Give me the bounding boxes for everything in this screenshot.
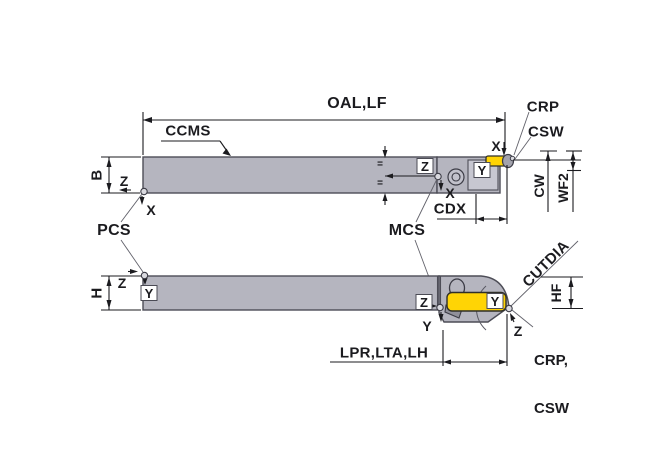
axis-label-z-bottom-mcs: Z <box>415 294 433 310</box>
axis-label-x-top-mcs: X <box>445 185 455 201</box>
dim-lpr-lta-lh <box>330 314 508 366</box>
dim-label-crp: CRP <box>526 98 560 116</box>
dim-label-csw-bottom: CSW <box>534 400 569 417</box>
equal-mark-lower: = <box>377 178 383 189</box>
dim-label-b: B <box>88 169 106 181</box>
dim-label-crp-bottom: CRP, <box>534 352 568 369</box>
dim-label-lpr-lta-lh: LPR,LTA,LH <box>339 344 429 362</box>
axis-label-y-bottom-mcs: Y <box>422 318 432 334</box>
top-view-insert <box>485 153 516 169</box>
dim-label-oal-lf: OAL,LF <box>327 95 387 112</box>
axis-label-y-top-tip: Y <box>473 162 491 178</box>
leader-cutdia <box>510 240 579 307</box>
axis-label-y-bottom-tip: Y <box>486 293 504 309</box>
dim-label-hf: HF <box>548 283 564 303</box>
top-mcs-x-arrow <box>438 180 444 191</box>
axis-label-z-bottom-tip: Z <box>513 323 523 339</box>
dim-label-crp-csw-bottom: CRP, CSW <box>534 321 569 449</box>
axis-label-z-top-origin: Z <box>119 173 129 189</box>
top-tip-x-arrow <box>501 142 507 156</box>
dim-label-h: H <box>88 287 106 299</box>
mcs-point-bottom <box>436 303 444 312</box>
top-origin-axes <box>119 187 145 205</box>
axis-label-y-bottom-origin: Y <box>140 285 158 301</box>
top-centerline-marks <box>382 146 437 205</box>
equal-mark-upper: = <box>377 159 383 170</box>
bottom-origin-axes <box>128 269 148 285</box>
dim-label-cdx: CDX <box>433 200 467 218</box>
dim-b <box>101 156 141 194</box>
top-view-shank <box>142 156 501 194</box>
pcs-point-bottom <box>140 271 149 280</box>
leader-crp-csw-bottom <box>511 309 534 328</box>
dim-label-ccms: CCMS <box>165 122 211 140</box>
top-view-clamp-screw <box>447 168 465 186</box>
dim-label-csw: CSW <box>528 123 564 141</box>
axis-label-x-top-origin: X <box>146 202 156 218</box>
leader-ccms <box>161 140 231 156</box>
mcs-point-top <box>434 172 442 181</box>
dim-cw-wf2 <box>513 150 582 212</box>
pcs-reference-label: PCS <box>97 222 131 239</box>
axis-label-z-bottom-origin: Z <box>117 275 127 291</box>
dim-label-cw: CW <box>531 174 547 198</box>
tip-point-bottom <box>505 304 513 313</box>
bottom-tip-axes <box>510 313 516 323</box>
mcs-reference-label: MCS <box>388 222 426 239</box>
dim-h <box>101 275 141 311</box>
top-view-drawing <box>101 111 582 224</box>
leaders-crp-csw-top <box>513 111 532 160</box>
dim-cdx <box>437 165 508 224</box>
dim-hf <box>541 276 583 310</box>
dim-oal-lf <box>142 112 506 155</box>
pcs-point-top <box>140 187 148 196</box>
dim-label-wf2: WF2 <box>555 173 571 203</box>
axis-label-z-top-mcs: Z <box>416 158 434 174</box>
axis-label-x-top-tip: X <box>491 138 501 154</box>
